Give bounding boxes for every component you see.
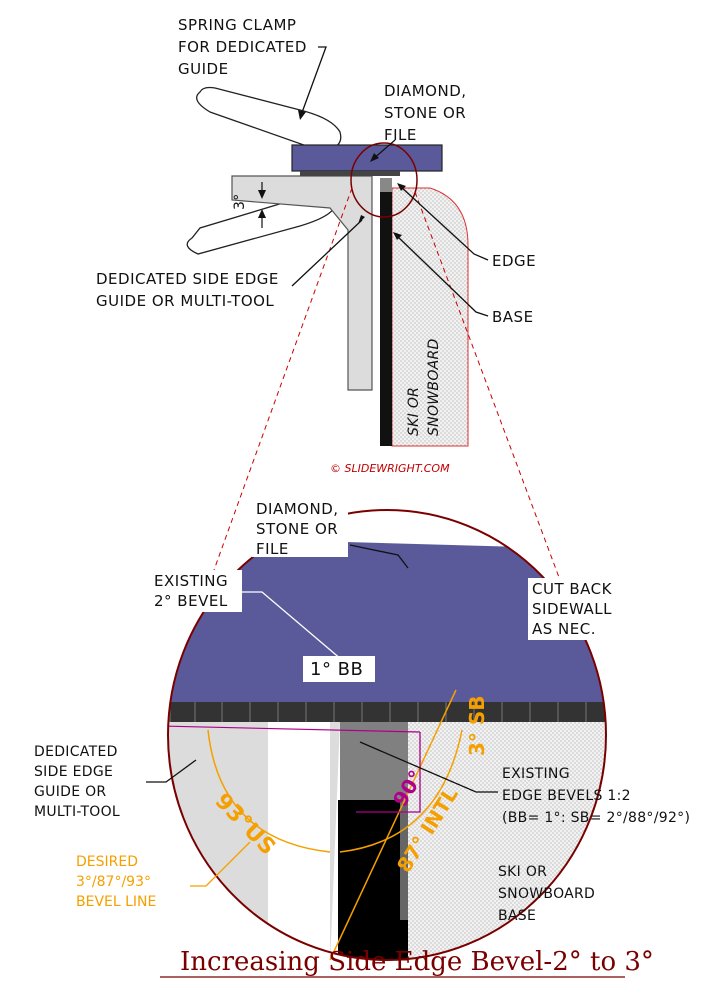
top-illustration: [186, 86, 561, 581]
guide-label-top: DEDICATED SIDE EDGE GUIDE OR MULTI-TOOL: [96, 270, 284, 310]
guide-tool: [231, 175, 373, 391]
edge-label: EDGE: [492, 252, 536, 270]
bb-label: 1° BB: [310, 659, 363, 680]
guide-label-detail: DEDICATED SIDE EDGE GUIDE OR MULTI-TOOL: [34, 744, 122, 820]
copyright: © SLIDEWRIGHT.COM: [330, 462, 450, 475]
top-labels: SPRING CLAMP FOR DEDICATED GUIDE DIAMOND…: [96, 16, 536, 475]
ski-sidewall: [391, 187, 469, 447]
sb-label: 3° SB: [465, 695, 489, 756]
desired-label: DESIRED 3°/87°/93° BEVEL LINE: [76, 854, 156, 910]
existing-edge-label: EXISTING EDGE BEVELS 1:2 (BB= 1°: SB= 2°…: [502, 766, 690, 826]
existing-bevel-label: EXISTING 2° BEVEL: [154, 572, 233, 610]
diagram-title: Increasing Side Edge Bevel-2° to 3°: [180, 947, 654, 977]
spring-clamp-upper: [196, 86, 342, 151]
arc-93: [207, 729, 331, 853]
spring-clamp-label: SPRING CLAMP FOR DEDICATED GUIDE: [178, 16, 312, 78]
ski-label-top: SKI OR SNOWBOARD: [406, 338, 442, 436]
ski-base: [380, 192, 392, 446]
ski-base-label: SKI OR SNOWBOARD BASE: [498, 864, 600, 924]
cut-back-label: CUT BACK SIDEWALL AS NEC.: [532, 580, 617, 638]
angle-label-top: 3°: [232, 193, 248, 210]
base-label: BASE: [492, 308, 534, 326]
tool-label-top: DIAMOND, STONE OR FILE: [384, 82, 472, 144]
tool-label-detail: DIAMOND, STONE OR FILE: [256, 500, 344, 558]
arc-87: [339, 729, 463, 853]
magnify-circle: [350, 142, 418, 218]
diamond-stone: [291, 144, 443, 172]
ski-edge: [380, 178, 392, 192]
